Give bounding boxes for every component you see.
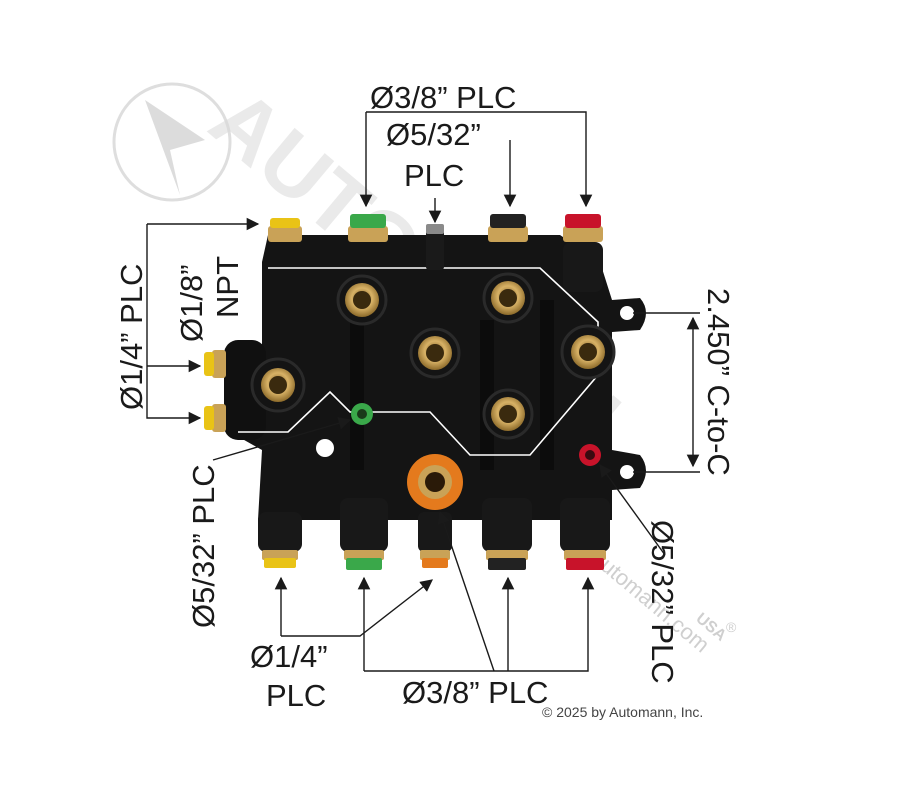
port-group-outline (238, 267, 599, 456)
top-fittings (268, 214, 603, 292)
labels: Ø3/8” PLC Ø5/32” PLC Ø1/4” PLC Ø1/8” NPT… (114, 80, 736, 713)
bottom-fitting-yellow (258, 512, 302, 568)
label-left-1-4-plc: Ø1/4” PLC (114, 264, 149, 410)
face-port-red-small (579, 444, 601, 466)
bottom-fitting-red (560, 498, 610, 570)
label-top-5-32: Ø5/32” (386, 117, 481, 152)
face-port-6 (482, 388, 534, 440)
face-port-green-small (351, 403, 373, 425)
face-port-2 (482, 272, 534, 324)
body-hole (316, 439, 334, 457)
mount-hole-bottom (620, 465, 634, 479)
left-fittings (204, 350, 226, 432)
face-port-orange-large (407, 454, 463, 510)
left-fitting-upper (204, 350, 226, 378)
watermark-logo-icon (112, 82, 232, 202)
top-fitting-black (488, 214, 528, 242)
face-port-1 (336, 274, 388, 326)
label-bottom-3-8-plc: Ø3/8” PLC (402, 675, 548, 710)
top-fitting-red (563, 214, 603, 292)
top-fitting-green (348, 214, 388, 242)
mount-hole-top (620, 306, 634, 320)
label-bottom-1-4: Ø1/4” (250, 639, 328, 674)
label-left-1-8: Ø1/8” (174, 264, 209, 342)
label-bottom-1-4-plc: PLC (266, 678, 326, 713)
label-top-3-8-plc: Ø3/8” PLC (370, 80, 516, 115)
bottom-fitting-green (340, 498, 388, 570)
top-fitting-gray (426, 224, 444, 270)
left-fitting-lower (204, 404, 226, 432)
label-left-npt: NPT (210, 256, 245, 318)
leader-lines (146, 111, 700, 672)
label-top-5-32-plc: PLC (404, 158, 464, 193)
bottom-fitting-orange (418, 512, 452, 568)
face-ports (250, 272, 616, 510)
label-right-c-to-c: 2.450” C-to-C (701, 288, 736, 476)
watermark-registered: ® (726, 619, 737, 635)
top-fitting-yellow (268, 218, 302, 242)
face-port-4 (560, 324, 616, 380)
bottom-fitting-black (482, 498, 532, 570)
face-port-3 (409, 327, 461, 379)
face-port-5 (250, 357, 306, 413)
label-left-5-32-plc: Ø5/32” PLC (186, 464, 221, 628)
copyright: © 2025 by Automann, Inc. (542, 704, 703, 720)
watermark-logo-mark-icon (145, 100, 205, 195)
label-right-5-32-plc: Ø5/32” PLC (645, 520, 680, 684)
